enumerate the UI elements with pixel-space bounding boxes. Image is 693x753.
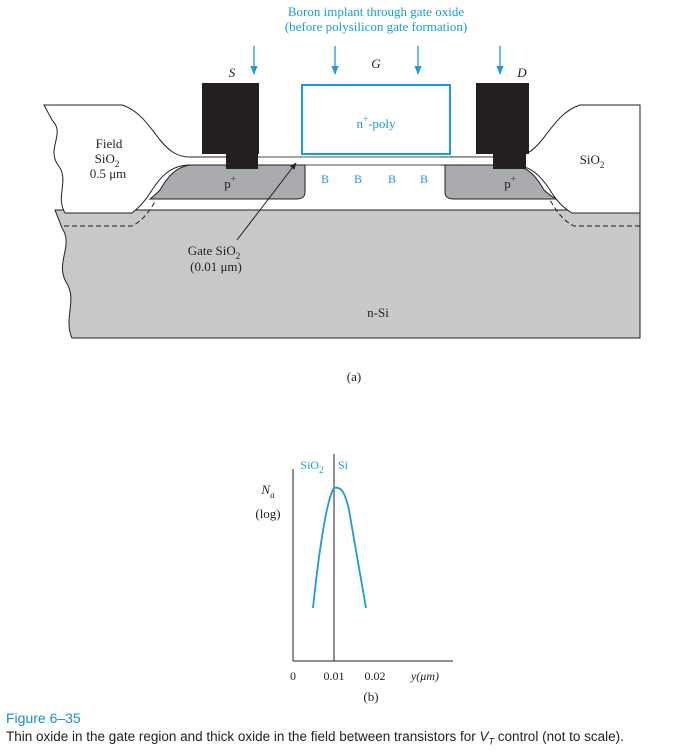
implant-note-line1: Boron implant through gate oxide [288, 4, 464, 19]
right-p-plus-label: p+ [504, 174, 516, 191]
caption-text-start: Thin oxide in the gate region and thick … [6, 729, 480, 744]
left-dashed-boundary [64, 199, 157, 227]
substrate-n-si [54, 209, 641, 339]
x-tick-label: 0.01 [324, 669, 345, 683]
x-tick-label: 0.02 [365, 669, 386, 683]
right-dashed-boundary [549, 199, 640, 227]
doping-profile-curve [312, 486, 367, 609]
boron-mark: B [388, 172, 396, 186]
field-oxide-label-3: 0.5 μm [90, 166, 127, 181]
drain-metal-contact [476, 83, 529, 154]
field-oxide-label-2: SiO2 [95, 151, 120, 169]
figure-canvas: Boron implant through gate oxide (before… [43, 4, 641, 704]
panel-a-sublabel: (a) [347, 369, 361, 384]
gate-oxide-label-1: Gate SiO2 [188, 243, 241, 261]
figure-caption-body: Thin oxide in the gate region and thick … [6, 729, 693, 747]
caption-text-end: control (not to scale). [494, 729, 624, 744]
y-axis-scale-label: (log) [255, 506, 280, 521]
boron-mark: B [420, 172, 428, 186]
drain-label: D [516, 65, 527, 80]
right-oxide-label: SiO2 [580, 152, 605, 170]
substrate-label: n-Si [367, 305, 389, 320]
left-p-plus-region [148, 164, 306, 200]
si-label: Si [338, 458, 349, 472]
figure-caption-title: Figure 6–35 [6, 710, 81, 726]
drain-contact-plug [493, 154, 526, 169]
x-axis-label: y(μm) [410, 669, 439, 683]
boron-mark: B [321, 172, 329, 186]
poly-gate-outline [301, 84, 451, 155]
boron-mark: B [354, 172, 362, 186]
left-field-oxide [43, 104, 241, 214]
caption-v-symbol: V [479, 729, 489, 744]
left-p-plus-label: p+ [224, 174, 236, 191]
caption-v-subscript: T [488, 736, 495, 747]
sio2-label: SiO2 [300, 458, 323, 475]
gate-label: G [371, 56, 381, 71]
gate-oxide-label-2: (0.01 μm) [190, 259, 242, 274]
field-oxide-label-1: Field [96, 136, 123, 151]
source-contact-plug [226, 154, 258, 169]
gate-oxide-strip [239, 156, 501, 166]
implant-note-line2: (before polysilicon gate formation) [285, 19, 467, 34]
x-tick-label: 0 [290, 669, 296, 683]
y-axis-label: Na [260, 482, 275, 500]
gate-oxide-leader-arrow [236, 162, 297, 241]
source-metal-contact [202, 83, 259, 154]
poly-label: n+-poly [356, 114, 396, 131]
right-p-plus-region [444, 164, 558, 200]
source-label: S [229, 65, 236, 80]
panel-b-sublabel: (b) [363, 689, 378, 704]
